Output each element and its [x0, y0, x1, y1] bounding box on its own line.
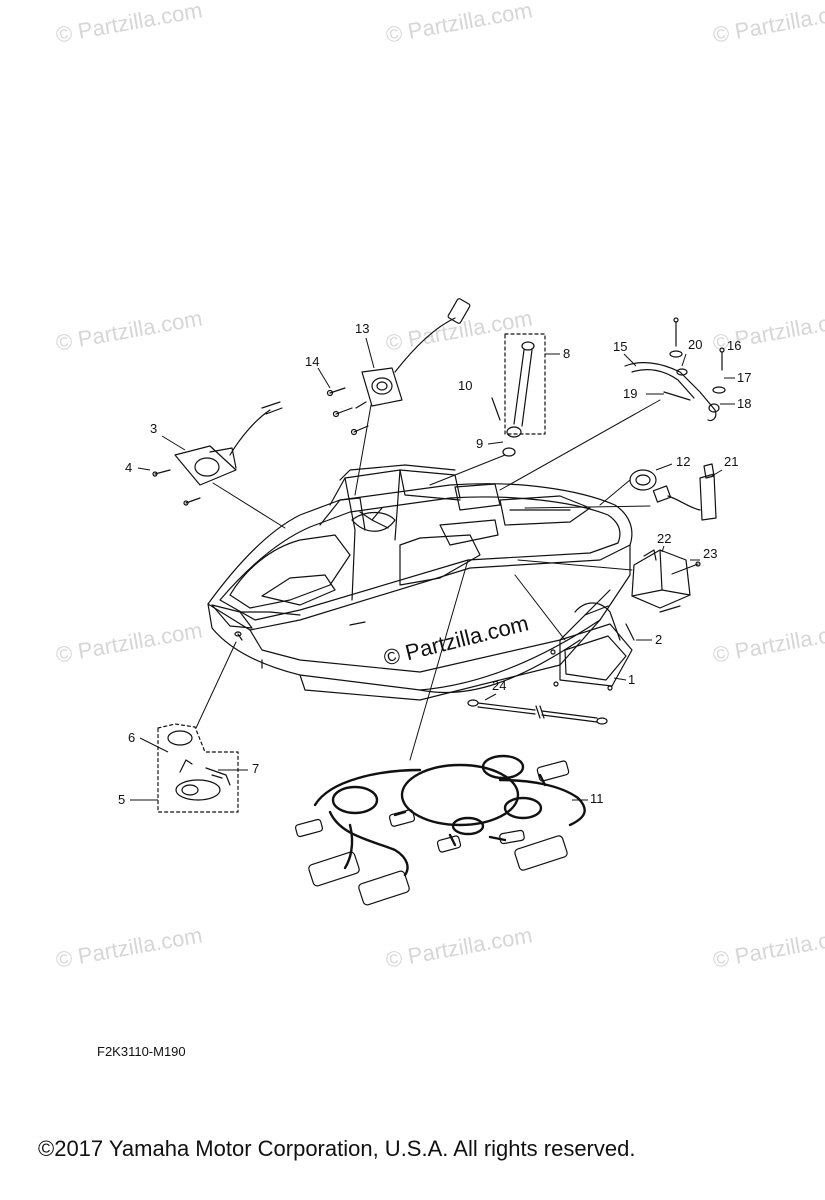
callout-22: 22 — [657, 531, 671, 546]
leader-lines — [195, 399, 661, 761]
callout-labels: 1 2 3 4 5 6 7 8 9 10 11 12 13 14 — [118, 321, 751, 807]
part-24-cable — [467, 699, 608, 725]
callout-6: 6 — [128, 730, 135, 745]
harness-connectors — [294, 760, 570, 906]
callout-20: 20 — [688, 337, 702, 352]
callout-10: 10 — [458, 378, 472, 393]
callout-17: 17 — [737, 370, 751, 385]
callout-24: 24 — [492, 678, 506, 693]
diagram-code: F2K3110-M190 — [97, 1044, 186, 1059]
part-5-light-assembly — [157, 723, 239, 813]
copyright-notice: ©2017 Yamaha Motor Corporation, U.S.A. A… — [38, 1136, 636, 1161]
callout-15: 15 — [613, 339, 627, 354]
callout-4: 4 — [125, 460, 132, 475]
callout-8: 8 — [563, 346, 570, 361]
callout-21: 21 — [724, 454, 738, 469]
callout-5: 5 — [118, 792, 125, 807]
part-3-speaker — [174, 401, 283, 486]
callout-23: 23 — [703, 546, 717, 561]
callout-1: 1 — [628, 672, 635, 687]
callout-19: 19 — [623, 386, 637, 401]
part-8-fuel-sender — [491, 333, 546, 457]
callout-12: 12 — [676, 454, 690, 469]
part-13-cover-plate — [361, 298, 471, 407]
part-4-screws — [152, 469, 201, 506]
callout-9: 9 — [476, 436, 483, 451]
callout-3: 3 — [150, 421, 157, 436]
part-21-sensor — [652, 463, 717, 521]
part-1-battery-box — [550, 602, 635, 691]
callout-7: 7 — [252, 761, 259, 776]
callout-2: 2 — [655, 632, 662, 647]
part-12-grommet — [629, 469, 657, 491]
part-15-bracket — [624, 317, 726, 422]
callout-11: 11 — [590, 791, 604, 806]
callout-18: 18 — [737, 396, 751, 411]
part-14-screws — [326, 387, 369, 436]
callout-13: 13 — [355, 321, 369, 336]
part-22-horn — [631, 549, 701, 613]
callout-14: 14 — [305, 354, 319, 369]
boat-hull — [207, 464, 633, 701]
callout-16: 16 — [727, 338, 741, 353]
part-11-wire-harness — [313, 754, 586, 877]
